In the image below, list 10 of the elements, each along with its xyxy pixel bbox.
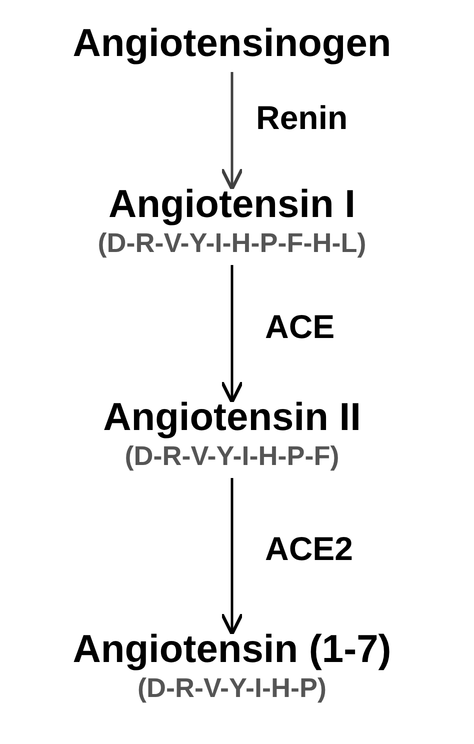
peptide-name: Angiotensin (1-7) xyxy=(72,628,392,672)
peptide-name: Angiotensinogen xyxy=(72,22,392,66)
peptide-name: Angiotensin II xyxy=(103,396,361,440)
amino-acid-sequence: (D-R-V-Y-I-H-P-F) xyxy=(124,440,340,472)
amino-acid-sequence: (D-R-V-Y-I-H-P) xyxy=(138,672,326,704)
arrow xyxy=(220,478,244,636)
peptide-name: Angiotensin I xyxy=(108,183,356,227)
arrow xyxy=(220,72,244,191)
arrow xyxy=(220,265,244,404)
amino-acid-sequence: (D-R-V-Y-I-H-P-F-H-L) xyxy=(98,227,366,259)
